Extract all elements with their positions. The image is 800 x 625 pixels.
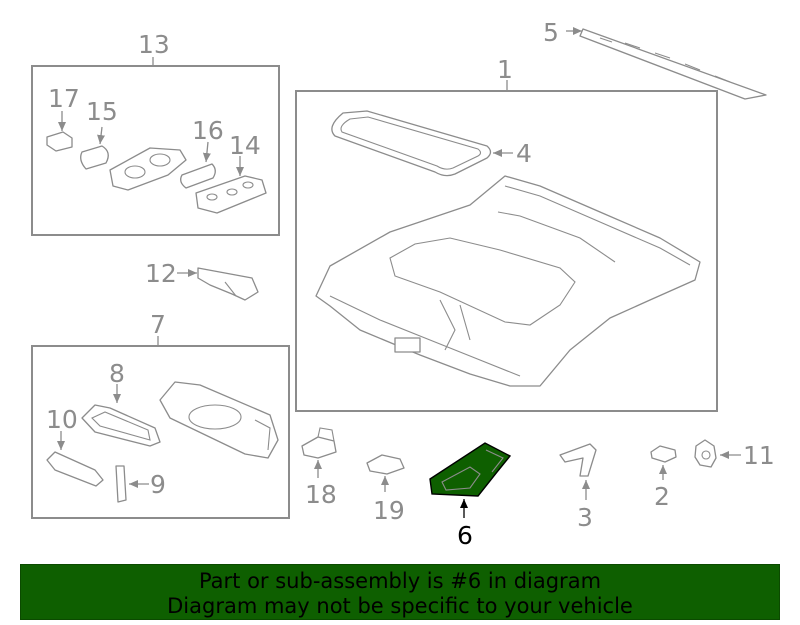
part-15-bulb[interactable] [80,145,109,170]
callout-10: 10 [46,405,78,434]
group-box-13 [31,65,280,236]
callout-7: 7 [150,310,166,339]
part-2-clip[interactable] [650,445,677,463]
part-1-headliner[interactable] [315,175,701,387]
part-14-lamp-lens[interactable] [195,175,267,214]
part-19-clip[interactable] [366,454,405,475]
part-18-clip[interactable] [301,427,337,459]
callout-8: 8 [109,359,125,388]
callout-5: 5 [543,18,559,47]
callout-9: 9 [150,470,166,499]
info-banner: Part or sub-assembly is #6 in diagram Di… [20,564,780,620]
callout-13: 13 [138,30,170,59]
callout-15: 15 [86,97,118,126]
callout-11: 11 [743,441,775,470]
callout-19: 19 [373,496,405,525]
part-6-fill [429,442,512,497]
callout-16: 16 [192,116,224,145]
group-box-7 [31,345,290,519]
part-8-mirror-frame[interactable] [81,404,161,447]
part-13-console-lamp[interactable] [109,147,187,191]
part-16-bulb[interactable] [180,163,216,189]
part-11-hook[interactable] [694,439,717,468]
part-6-highlighted[interactable] [429,442,512,497]
callout-18: 18 [305,480,337,509]
callout-1: 1 [497,55,513,84]
part-10-mirror[interactable] [46,451,104,487]
parts-diagram: 1 2 3 4 5 6 7 8 9 10 11 12 13 14 15 16 1… [31,18,775,550]
callout-14: 14 [229,131,261,160]
callout-17: 17 [48,84,80,113]
part-5-rail[interactable] [579,28,767,100]
part-7-sun-visor[interactable] [159,381,279,459]
banner-line-1: Part or sub-assembly is #6 in diagram [198,569,602,593]
callout-3: 3 [577,503,593,532]
callout-12: 12 [145,259,177,288]
part-4-sunroof-seal[interactable] [331,110,492,177]
part-9-bulb[interactable] [115,465,127,503]
callout-4: 4 [516,139,532,168]
callout-2: 2 [654,482,670,511]
callout-6: 6 [457,521,473,550]
banner-line-2: Diagram may not be specific to your vehi… [167,594,633,618]
part-3-bracket[interactable] [559,443,597,477]
part-17-clip[interactable] [46,131,73,152]
part-12-bracket[interactable] [197,267,259,301]
